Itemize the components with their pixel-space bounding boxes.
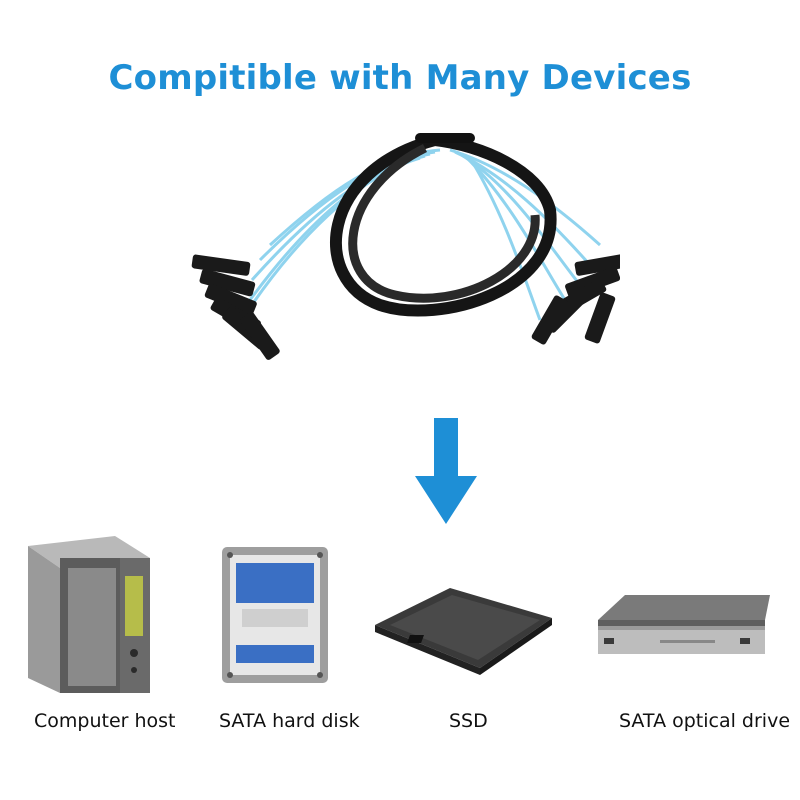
device-label-sata-hard-disk: SATA hard disk [219,710,360,732]
device-label-sata-optical-drive: SATA optical drive [619,710,791,732]
device-label-ssd: SSD [449,710,488,732]
device-label-computer-host: Computer host [34,710,176,732]
optical-drive-icon [598,595,770,654]
ssd-icon [375,588,552,675]
computer-host-icon [28,536,150,693]
page-title: Compitible with Many Devices [108,58,692,98]
hard-disk-icon [222,547,328,683]
down-arrow-icon [415,418,477,524]
sata-cable-image [191,133,620,360]
